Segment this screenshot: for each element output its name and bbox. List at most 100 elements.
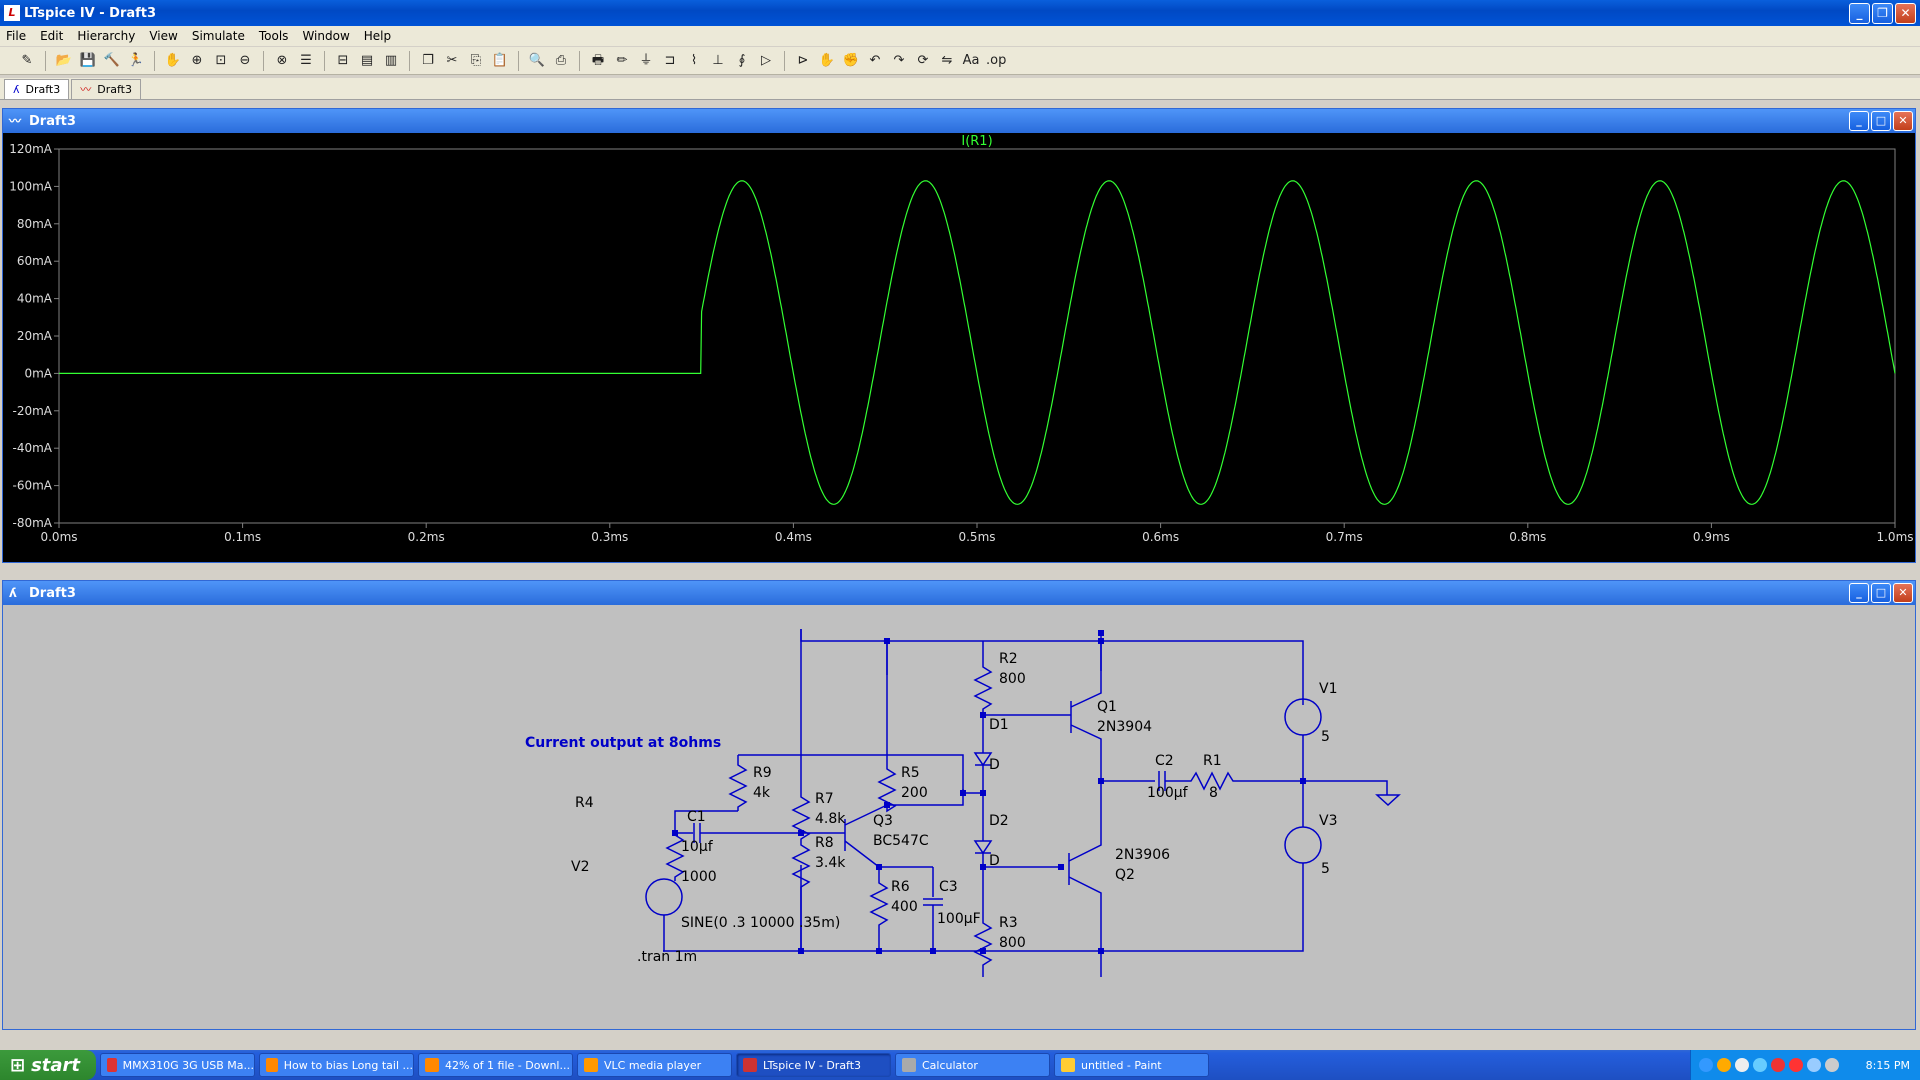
d1-label: D1 (989, 717, 1009, 733)
taskbar-item-label: untitled - Paint (1081, 1058, 1162, 1072)
tab-waveform[interactable]: 〰 Draft3 (71, 79, 141, 99)
menu-window[interactable]: Window (302, 29, 350, 43)
x-tick-label: 0.9ms (1693, 530, 1730, 544)
d1-value: D (989, 757, 1000, 773)
maximize-button[interactable]: □ (1871, 583, 1891, 603)
undo-icon[interactable]: ↶ (869, 52, 881, 68)
r5-value: 200 (901, 785, 928, 801)
redo-icon[interactable]: ↷ (893, 52, 905, 68)
spice-directive-icon[interactable]: .op (986, 52, 1007, 68)
minimize-button[interactable]: _ (1849, 3, 1870, 24)
print-icon[interactable]: 🖶 (591, 52, 605, 68)
maximize-button[interactable]: □ (1871, 111, 1891, 131)
tray-warning-icon[interactable] (1789, 1058, 1803, 1072)
open-icon[interactable]: 📂 (55, 52, 73, 68)
mirror-icon[interactable]: ⇋ (941, 52, 953, 68)
ground-icon[interactable]: ⏚ (639, 52, 653, 68)
halt-icon[interactable]: ✋ (164, 52, 182, 68)
menu-tools[interactable]: Tools (258, 29, 289, 43)
tab-label: Draft3 (97, 83, 132, 96)
tran-directive[interactable]: .tran 1m (637, 949, 697, 965)
tray-security-icon[interactable] (1771, 1058, 1785, 1072)
save-icon[interactable]: 💾 (79, 52, 97, 68)
zoom-out-icon[interactable]: ⊖ (239, 52, 251, 68)
v2-source-spec: SINE(0 .3 10000 .35m) (681, 915, 840, 931)
taskbar-item[interactable]: Calculator (895, 1053, 1050, 1077)
menu-view[interactable]: View (149, 29, 178, 43)
y-tick-label: 100mA (9, 179, 53, 193)
diode-icon[interactable]: ▷ (761, 52, 771, 68)
ltspice-app-icon[interactable]: L (4, 5, 20, 21)
autorange-icon[interactable]: ☰ (300, 52, 312, 68)
close-button[interactable]: ✕ (1893, 111, 1913, 131)
text-icon[interactable]: Aa (962, 52, 980, 68)
schematic-canvas[interactable]: R2 800 Q1 2N3904 D1 D D2 D C2 100µf R1 8… (3, 605, 1915, 1029)
tray-bluetooth-icon[interactable] (1807, 1058, 1821, 1072)
waveform-icon: 〰 (9, 114, 22, 128)
move-icon[interactable]: ✋ (818, 52, 836, 68)
waveform-plot[interactable]: 120mA100mA80mA60mA40mA20mA0mA-20mA-40mA-… (3, 133, 1915, 562)
tile-horizontal-icon[interactable]: ▤ (360, 52, 374, 68)
control-panel-icon[interactable]: 🔨 (103, 52, 121, 68)
clock[interactable]: 8:15 PM (1865, 1058, 1910, 1072)
run-icon[interactable]: 🏃 (127, 52, 145, 68)
tile-vertical-icon[interactable]: ▥ (384, 52, 398, 68)
print-setup-icon[interactable]: ⎙ (555, 52, 567, 68)
tray-vlc-icon[interactable] (1717, 1058, 1731, 1072)
rotate-icon[interactable]: ⟳ (917, 52, 929, 68)
label-icon[interactable]: ⊐ (664, 52, 676, 68)
zoom-area-icon[interactable]: ⊡ (215, 52, 227, 68)
copy-icon[interactable]: ⎘ (470, 52, 482, 68)
menu-simulate[interactable]: Simulate (191, 29, 245, 43)
menu-edit[interactable]: Edit (40, 29, 64, 43)
zoom-fit-icon[interactable]: ⊗ (276, 52, 288, 68)
find-icon[interactable]: 🔍 (528, 52, 546, 68)
restore-button[interactable]: ❐ (1872, 3, 1893, 24)
resistor-icon[interactable]: ⌇ (690, 52, 698, 68)
new-schematic-icon[interactable]: ✎ (21, 52, 33, 68)
taskbar-item[interactable]: 42% of 1 file - Downl... (418, 1053, 573, 1077)
inductor-icon[interactable]: ∮ (738, 52, 746, 68)
r9-value: 4k (753, 785, 771, 801)
component-icon[interactable]: ⊳ (797, 52, 809, 68)
cascade-icon[interactable]: ❐ (422, 52, 434, 68)
tray-network-icon[interactable] (1753, 1058, 1767, 1072)
trace-i-r1[interactable] (59, 180, 1896, 505)
menu-hierarchy[interactable]: Hierarchy (77, 29, 136, 43)
r2-label: R2 (999, 651, 1018, 667)
paste-icon[interactable]: 📋 (491, 52, 509, 68)
c3-value: 100µF (937, 911, 981, 927)
trace-label[interactable]: I(R1) (961, 134, 992, 149)
r6-label: R6 (891, 879, 910, 895)
minimize-button[interactable]: _ (1849, 111, 1869, 131)
pick-visible-icon[interactable]: ⊟ (337, 52, 349, 68)
waveform-window-title: Draft3 (29, 113, 76, 129)
taskbar-item[interactable]: MMX310G 3G USB Ma... (100, 1053, 255, 1077)
taskbar-item[interactable]: LTspice IV - Draft3 (736, 1053, 891, 1077)
tray-arrow-icon[interactable] (1699, 1058, 1713, 1072)
junction-dots (672, 630, 1306, 954)
zoom-in-icon[interactable]: ⊕ (191, 52, 203, 68)
capacitor-icon[interactable]: ⊥ (712, 52, 724, 68)
schematic-comment[interactable]: Current output at 8ohms (525, 735, 721, 751)
tray-volume-icon[interactable] (1825, 1058, 1839, 1072)
close-button[interactable]: ✕ (1893, 583, 1913, 603)
taskbar-item[interactable]: VLC media player (577, 1053, 732, 1077)
drag-icon[interactable]: ✊ (842, 52, 860, 68)
wire-icon[interactable]: ✏ (616, 52, 628, 68)
r2-value: 800 (999, 671, 1026, 687)
menu-file[interactable]: File (6, 29, 27, 43)
q1-label: Q1 (1097, 699, 1117, 715)
cut-icon[interactable]: ✂ (446, 52, 458, 68)
taskbar-item[interactable]: How to bias Long tail ... (259, 1053, 414, 1077)
minimize-button[interactable]: _ (1849, 583, 1869, 603)
tab-schematic[interactable]: ʎ Draft3 (4, 79, 70, 99)
menu-help[interactable]: Help (363, 29, 392, 43)
close-button[interactable]: ✕ (1895, 3, 1916, 24)
start-button[interactable]: ⊞ start (0, 1050, 96, 1080)
taskbar-item-label: VLC media player (604, 1058, 702, 1072)
taskbar-item[interactable]: untitled - Paint (1054, 1053, 1209, 1077)
tray-msg-icon[interactable] (1735, 1058, 1749, 1072)
x-tick-label: 0.2ms (408, 530, 445, 544)
